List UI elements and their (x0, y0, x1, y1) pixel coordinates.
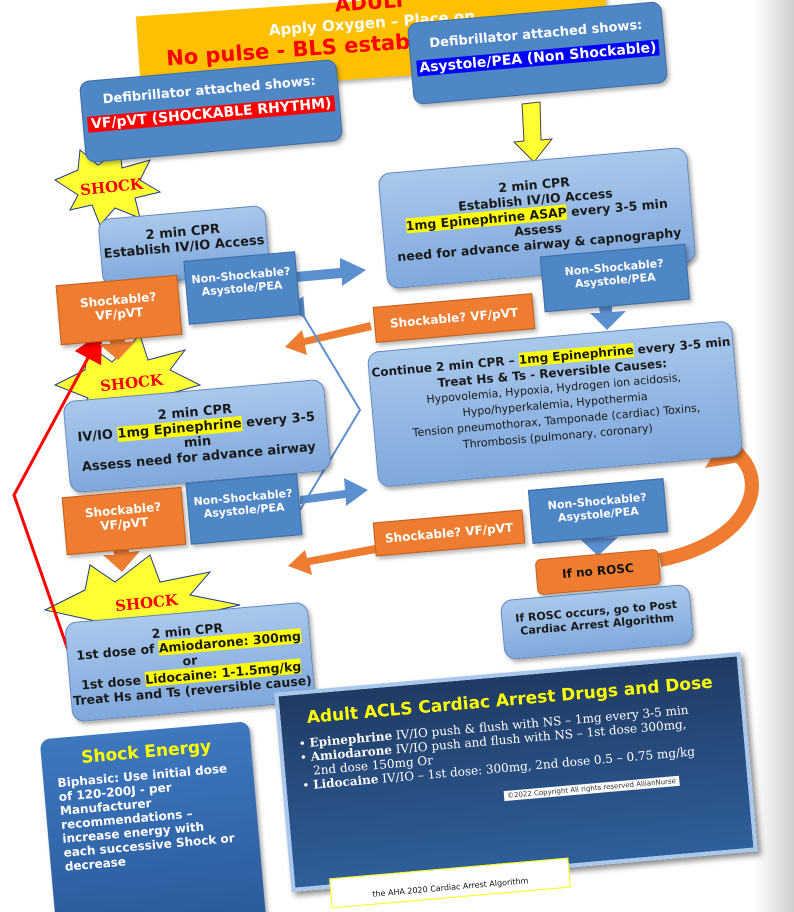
red-loop-arrow (12, 331, 103, 651)
orange-left-arrow-2 (288, 544, 382, 575)
blue-diagonal-1 (286, 296, 362, 511)
blue-right-arrow-2 (300, 478, 368, 506)
no-rosc-label: If no ROSC (561, 560, 635, 582)
left-box3-line2b: or (181, 652, 198, 669)
sheet-shadow (754, 0, 794, 912)
nonshock-box-1: Non-Shockable? Asystole/PEA (183, 251, 301, 325)
drugs-panel: Adult ACLS Cardiac Arrest Drugs and Dose… (274, 651, 758, 893)
shock-energy-panel: Shock Energy Biphasic: Use initial dose … (39, 721, 267, 912)
orange-down-arrow-2 (103, 536, 140, 572)
drugs-copyright: ©2022 Copyright All rights reserved Alli… (503, 775, 680, 802)
yellow-down-arrow (512, 101, 554, 163)
blue-right-arrow-1 (295, 258, 366, 286)
left-box2-line2a: IV/IO (76, 426, 119, 446)
orange-left-arrow-1 (285, 322, 372, 355)
shockable-box-1: Shockable? VF/pVT (55, 274, 183, 346)
shockable-inline-2-label: Shockable? VF/pVT (384, 520, 514, 546)
orange-down-arrow-1 (99, 326, 136, 360)
nonshock-box-2: Non-Shockable? Asystole/PEA (185, 473, 303, 545)
shockable-inline-1-label: Shockable? VF/pVT (389, 305, 519, 331)
shockable-box-2: Shockable? VF/pVT (61, 486, 187, 556)
